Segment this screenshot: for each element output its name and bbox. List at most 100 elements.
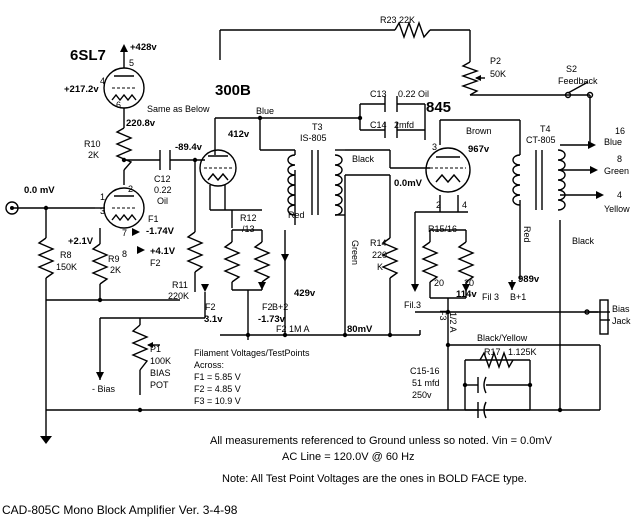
- f2-right-value: -1.73v: [258, 314, 286, 325]
- pin7-label: 7: [122, 228, 127, 238]
- r8-label: R8: [60, 250, 72, 260]
- v428-label: +428v: [130, 42, 157, 53]
- diagram-title: CAD-805C Mono Block Amplifier Ver. 3-4-9…: [2, 503, 238, 517]
- r12-resistor: [223, 241, 241, 283]
- tube-300b-label: 300B: [215, 82, 251, 99]
- s2-label: S2: [566, 64, 577, 74]
- r10-label: R10: [84, 139, 101, 149]
- v2208-label: 220.8v: [126, 118, 156, 129]
- s2-value: Feedback: [558, 76, 598, 86]
- filament-f1: F1 = 5.85 V: [194, 372, 241, 382]
- filament-across: Across:: [194, 360, 224, 370]
- b1-arrow-icon: [508, 282, 516, 290]
- t3-value: IS-805: [300, 133, 327, 143]
- bias-jack-label-2: Jack: [612, 316, 631, 326]
- r9-resistor: [91, 243, 109, 285]
- r9-value: 2K: [110, 265, 121, 275]
- c12-value: 0.22: [154, 185, 172, 195]
- r13-resistor: [253, 241, 271, 283]
- pin5-label: 5: [129, 58, 134, 68]
- r23-label: R23 22K: [380, 15, 415, 25]
- pin2-label: 2: [128, 184, 133, 194]
- c14-value: 2mfd: [394, 120, 414, 130]
- filament-f3: F3 = 10.9 V: [194, 396, 241, 406]
- b1-label: B+1: [510, 292, 526, 302]
- f2a-arrow-icon: [137, 246, 145, 254]
- filament-heading: Filament Voltages/TestPoints: [194, 348, 310, 358]
- nbias-arrow-icon: [96, 372, 104, 380]
- v21-label: +2.1V: [68, 236, 94, 247]
- f2-line-label: F2 1M A: [276, 324, 310, 334]
- f3-value: 1/2 A: [448, 312, 458, 333]
- r14-value: 220: [372, 250, 387, 260]
- v894-label: -89.4v: [175, 142, 203, 153]
- fil3b-arrow-icon: [462, 284, 470, 292]
- f2-arrow-icon: [201, 284, 209, 292]
- brown-wire-label: Brown: [466, 126, 492, 136]
- tube-6sl7-label: 6SL7: [70, 47, 106, 64]
- pin1-label: 1: [100, 192, 105, 202]
- out16-color: Blue: [604, 137, 622, 147]
- r10-value: 2K: [88, 150, 99, 160]
- f1-label: F1: [148, 214, 159, 224]
- r15-label: R15/16: [428, 224, 457, 234]
- c13-value: 0.22 Oil: [398, 89, 429, 99]
- r12-value: /13: [242, 224, 255, 234]
- f2-left-value: 3.1v: [204, 314, 223, 325]
- blue-wire-label: Blue: [256, 106, 274, 116]
- f2-left-label: F2: [205, 302, 216, 312]
- r11-value: 220K: [168, 291, 189, 301]
- r15-resistor: [421, 241, 439, 283]
- r9-label: R9: [108, 254, 120, 264]
- bias-jack-label-1: Bias: [612, 304, 630, 314]
- v00-845-label: 0.0mV: [394, 178, 423, 189]
- c12-type: Oil: [157, 196, 168, 206]
- v967-label: 967v: [468, 144, 490, 155]
- c1516-label: C15-16: [410, 366, 440, 376]
- black-wire2-label: Black: [572, 236, 595, 246]
- out8-label: 8: [617, 154, 622, 164]
- r8-resistor: [37, 237, 55, 279]
- f2a-label: +4.1V: [150, 246, 176, 257]
- tube-845-label: 845: [426, 99, 451, 116]
- p2-value: 50K: [490, 69, 506, 79]
- p1-type: BIAS: [150, 368, 171, 378]
- f3-label: F3: [438, 310, 448, 321]
- r10-resistor: [115, 127, 133, 171]
- r17-label: R17: [484, 347, 501, 357]
- bias-jack-icon: [584, 299, 609, 335]
- r8-value: 150K: [56, 262, 77, 272]
- note-line-3: Note: All Test Point Voltages are the on…: [222, 473, 527, 485]
- out4-color: Yellow: [604, 204, 630, 214]
- tube-6sl7-lower: [103, 187, 145, 229]
- same-as-below-label: Same as Below: [147, 104, 210, 114]
- b2-arrow-icon: [281, 254, 289, 262]
- neg-bias-label: - Bias: [92, 384, 116, 394]
- feedback-switch-icon: [564, 81, 594, 99]
- t3-label: T3: [312, 122, 323, 132]
- fil3b-label: Fil 3: [482, 292, 499, 302]
- tube-845: [425, 147, 471, 193]
- green-wire-label: Green: [350, 240, 360, 265]
- p1-pot: POT: [150, 380, 169, 390]
- out16-label: 16: [615, 126, 625, 136]
- tube-300b: [199, 149, 237, 187]
- c12-label: C12: [154, 174, 171, 184]
- v2172-label: +217.2v: [64, 84, 99, 95]
- pin4-label: 4: [100, 76, 105, 86]
- b2-label: B+2: [272, 302, 288, 312]
- c1516-voltage: 250v: [412, 390, 432, 400]
- f2b-label: F2: [150, 258, 161, 268]
- v412-label: 412v: [228, 129, 250, 140]
- junctions: [43, 115, 563, 413]
- p1-resistor: [131, 324, 149, 371]
- input-jack-icon: [5, 201, 19, 215]
- f2-right-label: F2: [262, 302, 273, 312]
- r14-label: R14: [370, 238, 387, 248]
- c14-label: C14: [370, 120, 387, 130]
- black-yellow-label: Black/Yellow: [477, 333, 528, 343]
- r11-resistor: [186, 231, 204, 273]
- black-wire-label: Black: [352, 154, 375, 164]
